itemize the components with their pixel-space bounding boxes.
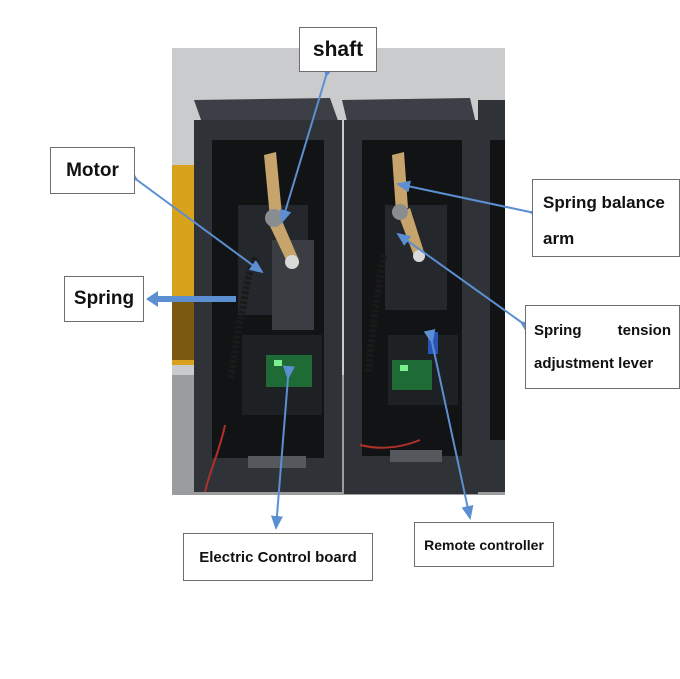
arrow-remote-controller <box>423 329 474 520</box>
right-board-light <box>400 365 408 371</box>
left-wire <box>204 424 226 493</box>
right-shaft-hub <box>392 204 408 220</box>
right-spring <box>364 254 388 373</box>
label-spring-balance-arm: Spring balance arm <box>532 179 680 257</box>
label-spring-tension-adjustment-lever-text: Spring tension adjustment lever <box>534 322 671 372</box>
arrow-spring-tension-lever <box>396 232 535 334</box>
left-tension-lever <box>268 216 298 264</box>
label-spring-balance-arm-text: Spring balance arm <box>543 193 665 248</box>
label-remote-controller-text: Remote controller <box>424 536 544 553</box>
left-spring <box>226 256 260 381</box>
right-cabinet <box>342 98 478 494</box>
label-motor: Motor <box>50 147 135 194</box>
right-cabinet-bottom-slot <box>390 450 442 462</box>
label-electric-control-board-text: Electric Control board <box>199 548 357 566</box>
arrow-motor <box>123 168 264 274</box>
right-wire <box>359 439 421 449</box>
right-control-board <box>392 360 432 390</box>
left-balance-arm <box>264 152 282 218</box>
left-control-board <box>266 355 312 387</box>
label-spring-tension-adjustment-lever: Spring tension adjustment lever <box>525 305 680 389</box>
label-shaft-text: shaft <box>312 37 364 61</box>
label-shaft: shaft <box>299 27 377 72</box>
label-spring: Spring <box>64 276 144 322</box>
arrow-shaft <box>279 62 336 224</box>
left-shaft-hub <box>265 209 283 227</box>
left-cabinet <box>194 98 342 493</box>
left-roller <box>285 255 299 269</box>
yellow-machine-shadow <box>172 300 198 360</box>
arrow-spring-balance-arm <box>396 180 543 221</box>
third-cabinet-opening <box>490 140 505 440</box>
label-remote-controller: Remote controller <box>414 522 554 567</box>
left-board-light <box>274 360 282 366</box>
left-cabinet-bottom-slot <box>248 456 306 468</box>
arrow-spring-head <box>146 291 158 307</box>
label-electric-control-board: Electric Control board <box>183 533 373 581</box>
arrow-electric-control-board <box>270 365 295 530</box>
label-motor-text: Motor <box>66 159 119 181</box>
label-spring-text: Spring <box>73 288 135 309</box>
